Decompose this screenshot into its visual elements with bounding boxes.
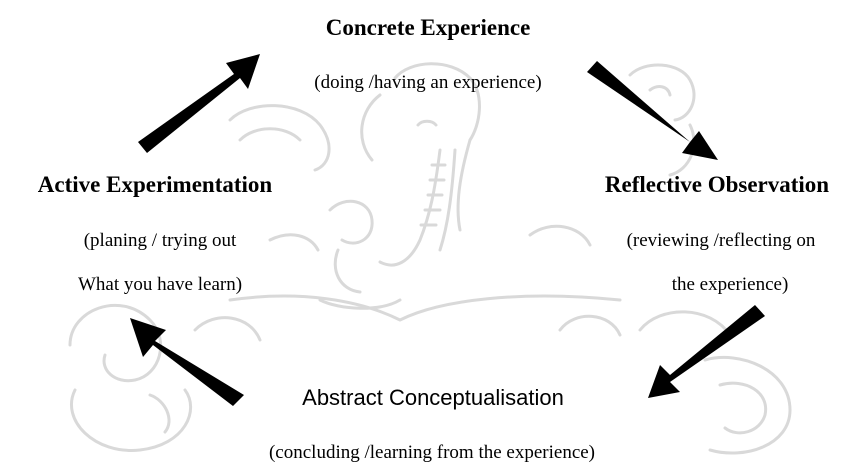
stage-desc-active-experimentation-line2: What you have learn) xyxy=(77,274,243,295)
arrow-abstract-to-active xyxy=(130,318,244,406)
arrow-reflective-to-abstract xyxy=(648,305,765,398)
arrow-concrete-to-reflective xyxy=(587,61,718,160)
stage-desc-abstract-conceptualisation: (concluding /learning from the experienc… xyxy=(268,442,596,463)
stage-desc-reflective-observation-line2: the experience) xyxy=(671,274,789,295)
stage-title-active-experimentation: Active Experimentation xyxy=(37,172,273,197)
arrow-active-to-concrete xyxy=(138,54,260,153)
stage-desc-active-experimentation-line1: (planing / trying out xyxy=(83,230,237,251)
stage-desc-concrete-experience: (doing /having an experience) xyxy=(314,72,542,93)
stage-title-abstract-conceptualisation: Abstract Conceptualisation xyxy=(302,385,564,410)
stage-title-reflective-observation: Reflective Observation xyxy=(604,172,830,197)
stage-desc-reflective-observation-line1: (reviewing /reflecting on xyxy=(626,230,816,251)
stage-title-concrete-experience: Concrete Experience xyxy=(325,15,531,40)
